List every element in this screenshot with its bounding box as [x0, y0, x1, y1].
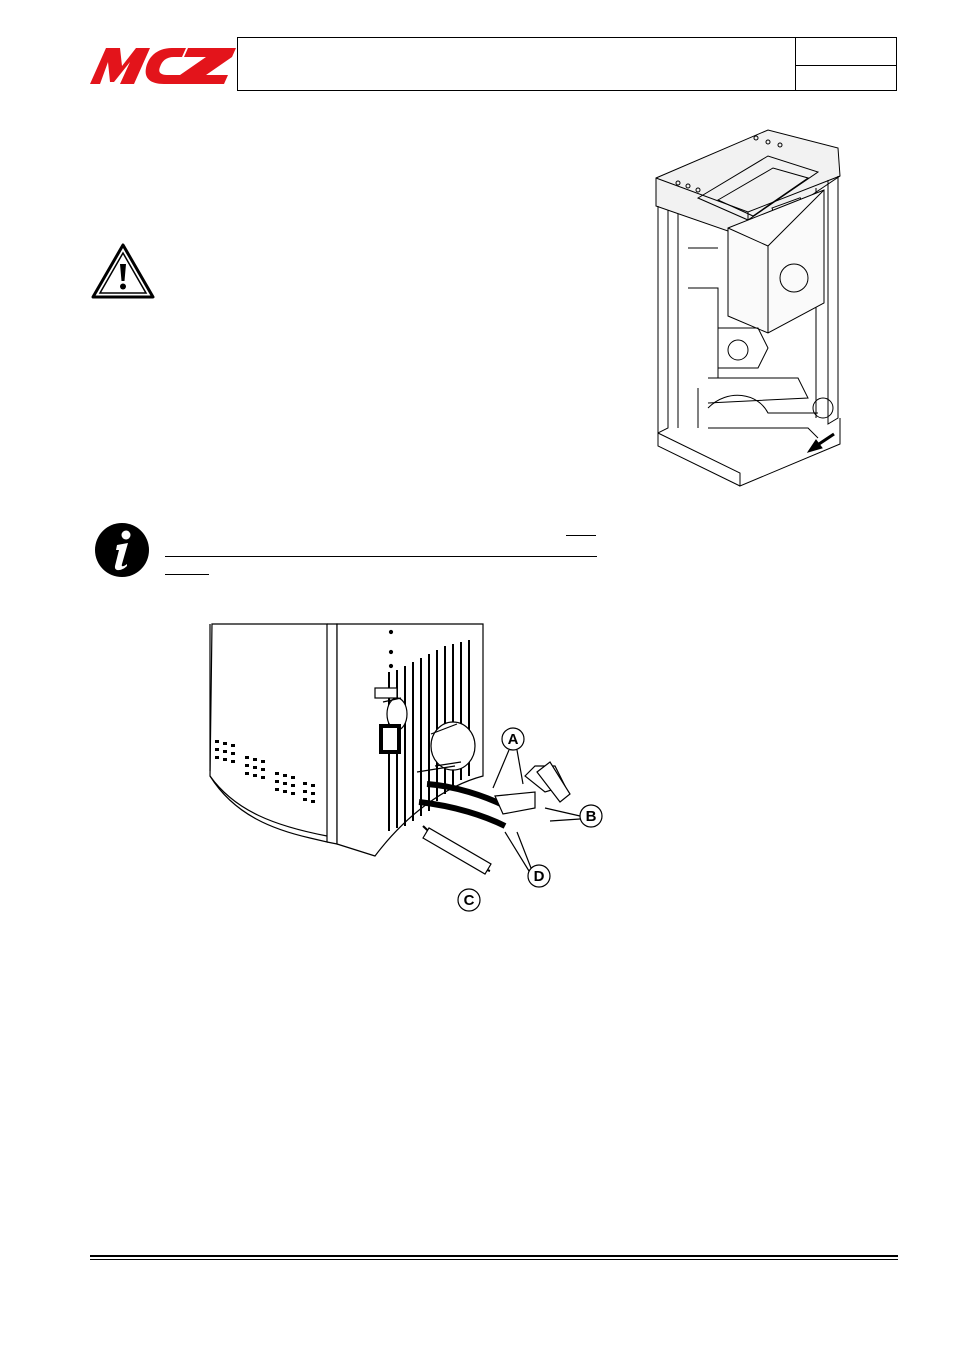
note-underline-end: [566, 535, 596, 536]
pipe-connection-figure: A B C D: [205, 616, 605, 916]
header-divider: [795, 37, 796, 91]
warning-triangle-icon: [90, 242, 156, 300]
callout-a-label: A: [508, 731, 519, 748]
stove-rear-view-figure: [648, 128, 848, 488]
header-title-box: [237, 37, 897, 91]
footer-rule-thin: [90, 1259, 898, 1260]
callout-c-label: C: [464, 892, 475, 909]
callout-b-label: B: [586, 808, 597, 825]
callout-d-label: D: [534, 868, 545, 885]
note-underline-full: [165, 556, 597, 557]
header-page-box-divider: [795, 65, 897, 66]
info-i-icon: [94, 522, 150, 578]
mcz-logo: [90, 44, 236, 86]
vent-holes: [215, 740, 315, 803]
note-underline-start: [165, 574, 209, 575]
footer-rule-thick: [90, 1255, 898, 1257]
